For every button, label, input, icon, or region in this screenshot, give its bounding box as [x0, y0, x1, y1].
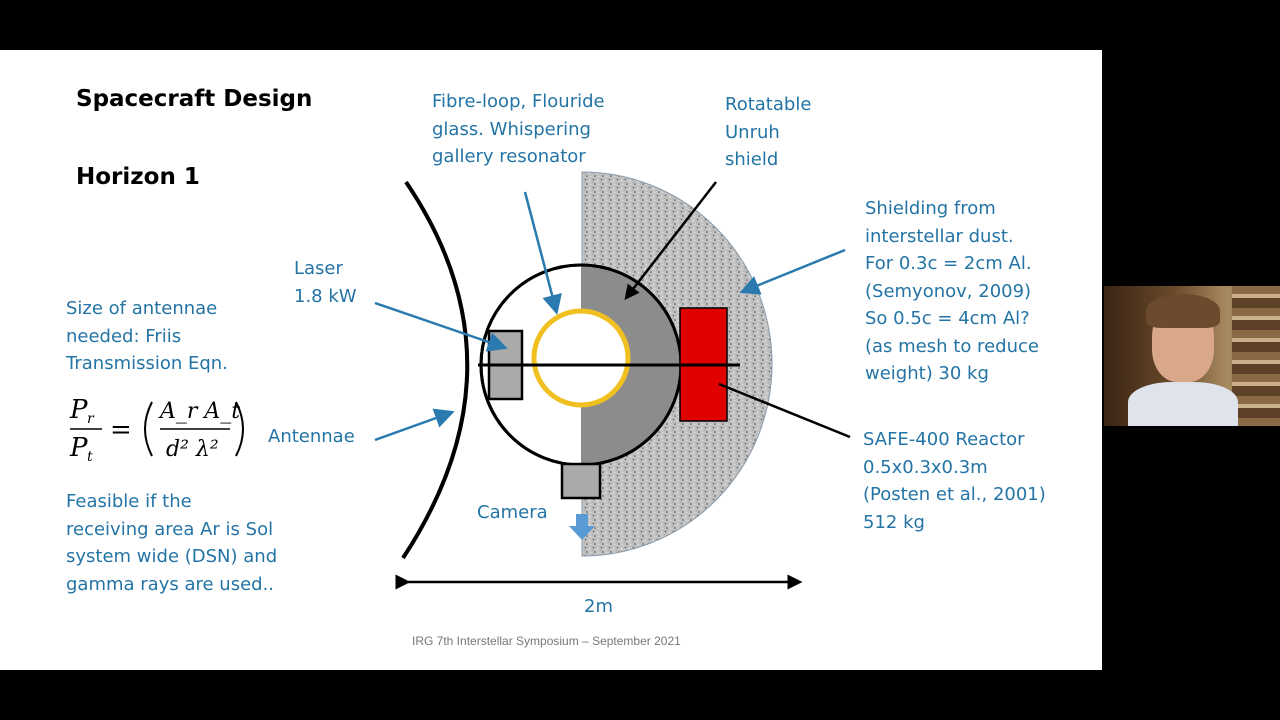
slide: Spacecraft Design Horizon 1 Size of ante…	[0, 50, 1102, 670]
laser-label: Laser 1.8 kW	[294, 258, 357, 307]
camera-label: Camera	[477, 502, 548, 523]
feasible-text: Feasible if the receiving area Ar is Sol…	[66, 491, 278, 595]
fibre-arrow	[523, 191, 562, 315]
formula-lhs-num: P	[69, 395, 88, 425]
unruh-arrow	[624, 181, 717, 300]
unruh-shield-label: Rotatable Unruh shield	[725, 94, 812, 170]
formula-lhs-den-sub: t	[87, 449, 93, 465]
shielding-arrow	[739, 248, 846, 295]
scale-label: 2m	[584, 596, 613, 617]
slide-subtitle: Horizon 1	[76, 164, 200, 190]
reactor-leader-line	[718, 382, 851, 439]
resonator-ring	[531, 308, 631, 408]
slide-footer: IRG 7th Interstellar Symposium – Septemb…	[412, 634, 681, 648]
friis-formula: P r P t = A_r A_t d² λ²	[69, 395, 244, 465]
presenter-hair	[1146, 294, 1220, 328]
formula-lhs-den: P	[69, 433, 88, 463]
antenna-dish	[401, 180, 470, 560]
antennae-arrow	[374, 408, 455, 442]
spacecraft-diagram	[374, 171, 851, 590]
antennae-label: Antennae	[268, 426, 355, 447]
presenter-webcam	[1104, 286, 1280, 426]
bookshelf	[1232, 286, 1280, 426]
reactor-label: SAFE-400 Reactor 0.5x0.3x0.3m (Posten et…	[863, 429, 1046, 533]
antenna-size-text: Size of antennae needed: Friis Transmiss…	[66, 298, 228, 374]
presenter-shirt	[1128, 382, 1238, 426]
shielding-label: Shielding from interstellar dust. For 0.…	[865, 198, 1039, 384]
formula-rhs-den: d² λ²	[166, 437, 219, 462]
laser-arrow	[374, 301, 508, 352]
formula-right-paren	[235, 401, 244, 457]
camera-direction-arrow	[569, 514, 595, 540]
fibre-loop-label: Fibre-loop, Flouride glass. Whispering g…	[432, 91, 605, 167]
formula-lhs-num-sub: r	[87, 411, 95, 427]
camera-box	[560, 462, 602, 500]
formula-rhs-num: A_r A_t	[158, 399, 240, 424]
formula-equals: =	[110, 415, 132, 445]
formula-left-paren	[144, 401, 153, 457]
slide-title: Spacecraft Design	[76, 86, 313, 112]
